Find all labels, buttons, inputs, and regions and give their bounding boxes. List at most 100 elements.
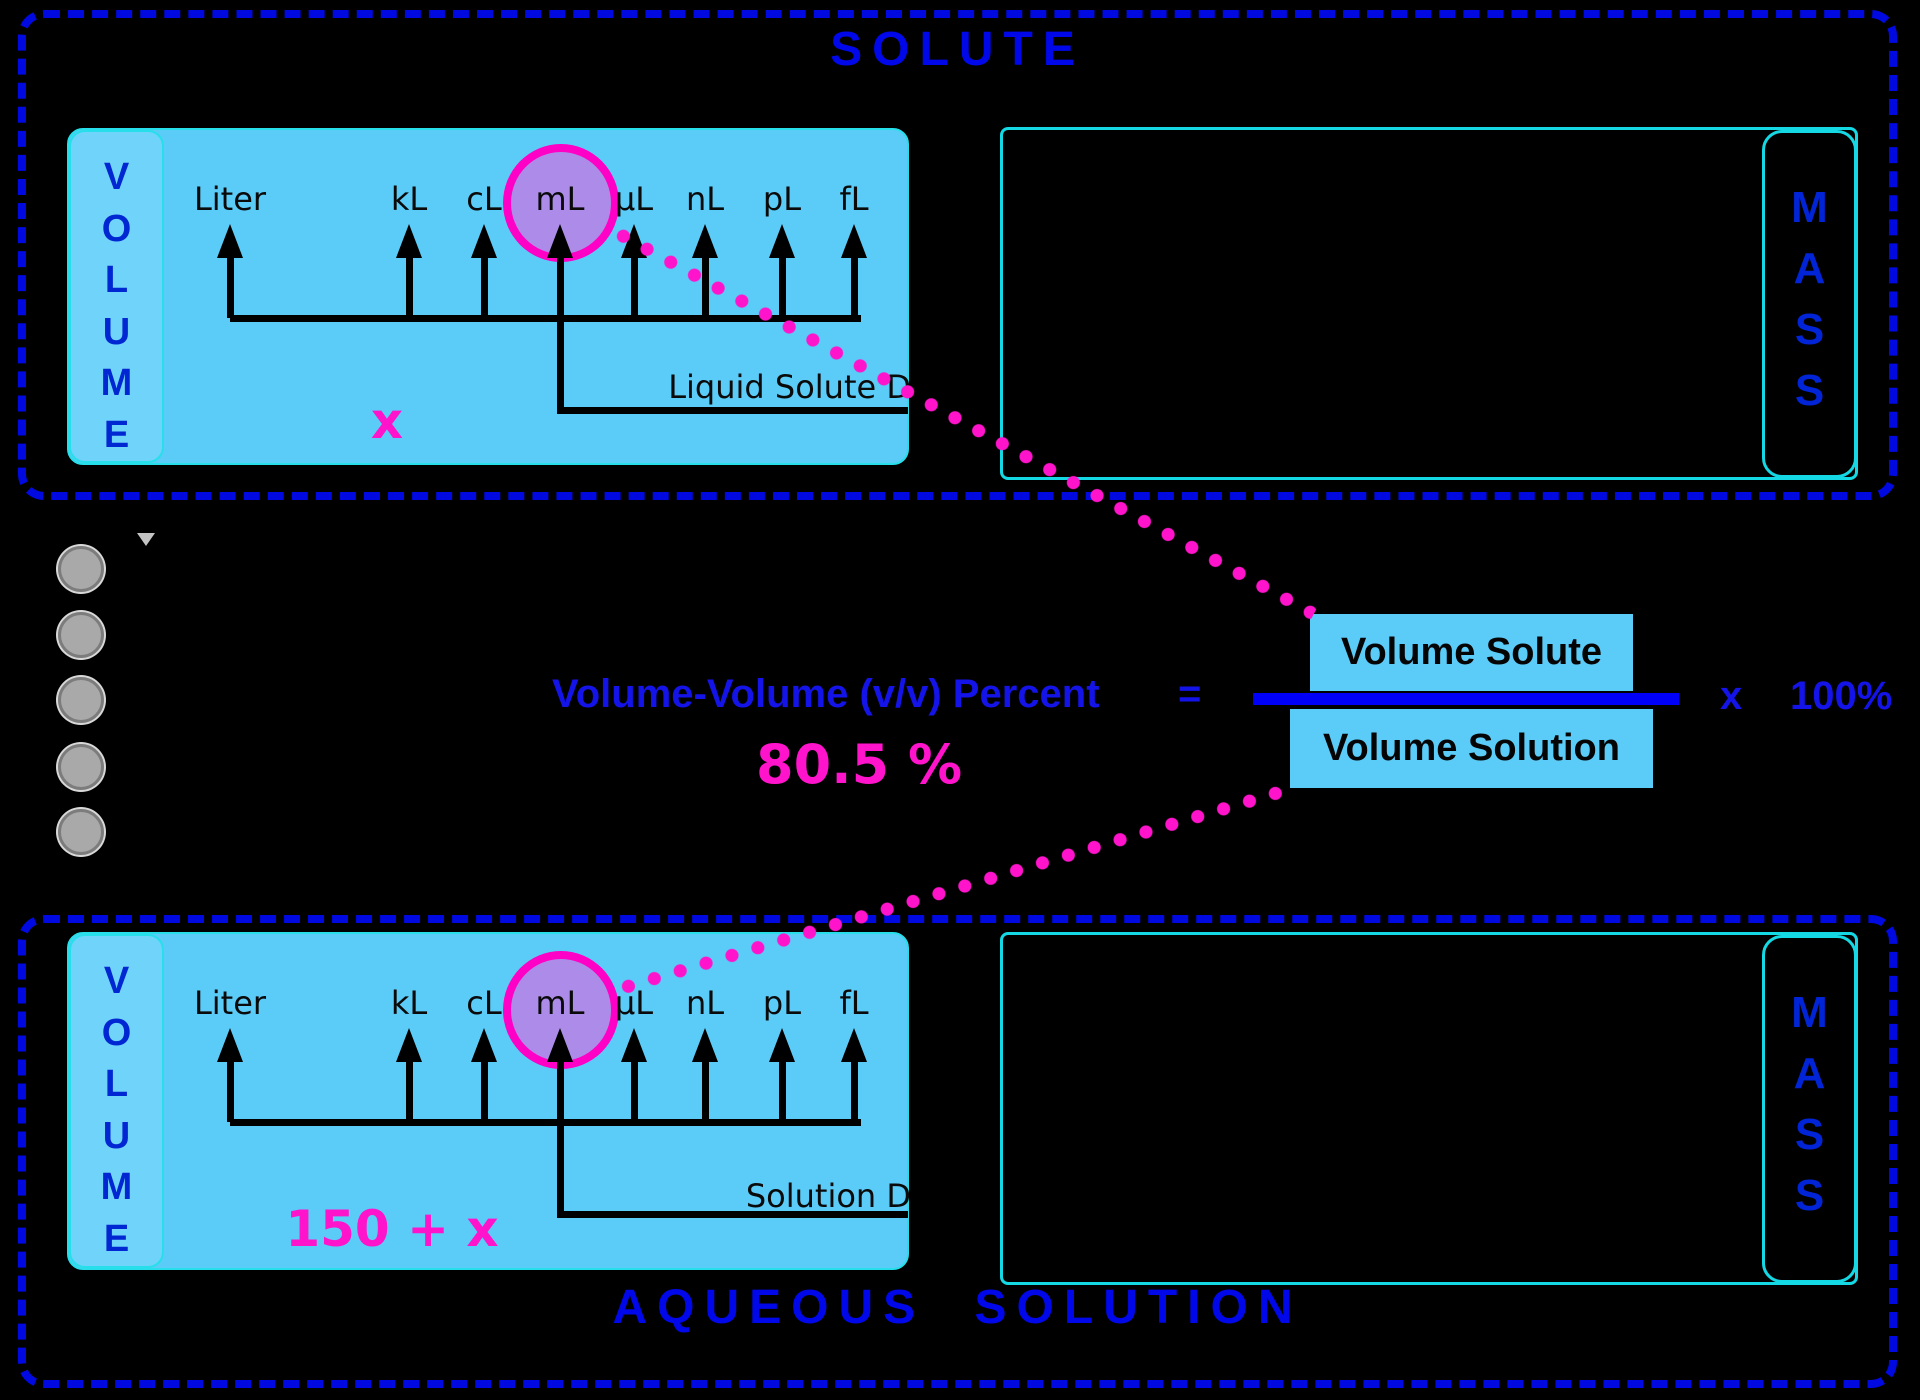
up-arrow-shaft	[405, 1060, 413, 1122]
unit-label-kL: kL	[390, 984, 428, 1022]
up-arrow-icon	[217, 224, 243, 258]
percent-100-label: 100%	[1790, 674, 1893, 718]
vertical-letter: O	[101, 1011, 132, 1054]
multiply-sign: x	[1720, 674, 1743, 718]
unit-label-kL: kL	[390, 180, 428, 218]
up-arrow-shaft	[850, 256, 858, 318]
vertical-letter: A	[1793, 1049, 1826, 1098]
unit-label-Liter: Liter	[193, 984, 267, 1022]
vertical-letter: M	[1791, 988, 1828, 1037]
vertical-letter: L	[104, 259, 129, 301]
vertical-letter: E	[103, 413, 130, 456]
solute-scale-baseline	[230, 315, 861, 322]
vertical-letter: L	[104, 1063, 129, 1105]
unit-label-pL: pL	[762, 984, 802, 1022]
bullet-circle-icon[interactable]	[58, 546, 104, 592]
up-arrow-shaft	[226, 1060, 234, 1122]
denominator-box: Volume Solution	[1290, 709, 1653, 788]
vertical-letter: V	[103, 156, 130, 198]
bullet-circle-icon[interactable]	[58, 612, 104, 658]
denominator-label: Volume Solution	[1323, 727, 1620, 769]
unit-label-µL: µL	[614, 180, 654, 218]
up-arrow-icon	[769, 224, 795, 258]
up-arrow-icon	[547, 224, 573, 258]
up-arrow-shaft	[850, 1060, 858, 1122]
solution-scale-baseline	[230, 1119, 861, 1126]
solute-density-underline	[556, 407, 908, 414]
vertical-letter: M	[100, 1166, 133, 1208]
up-arrow-shaft	[778, 1060, 786, 1122]
vertical-letter: U	[102, 1114, 131, 1157]
numerator-box: Volume Solute	[1310, 614, 1633, 691]
up-arrow-icon	[471, 1028, 497, 1062]
up-arrow-shaft	[556, 1060, 564, 1122]
up-arrow-icon	[396, 1028, 422, 1062]
solution-density-label: Solution D	[745, 1177, 911, 1215]
solution-mass-area	[1000, 932, 1858, 1285]
unit-label-cL: cL	[466, 180, 502, 218]
vertical-letter: S	[1794, 1171, 1825, 1220]
up-arrow-shaft	[701, 1060, 709, 1122]
equals-sign: =	[1178, 672, 1202, 716]
vertical-letter: A	[1793, 244, 1826, 293]
bullet-circle-icon[interactable]	[58, 677, 104, 723]
up-arrow-icon	[396, 224, 422, 258]
solute-ml-descender-line	[556, 315, 564, 414]
formula-name: Volume-Volume (v/v) Percent	[552, 672, 1100, 716]
up-arrow-icon	[841, 224, 867, 258]
up-arrow-icon	[692, 1028, 718, 1062]
up-arrow-icon	[769, 1028, 795, 1062]
up-arrow-icon	[217, 1028, 243, 1062]
result-value: 80.5 %	[756, 733, 963, 796]
solute-title: SOLUTE	[830, 23, 1085, 76]
unit-label-pL: pL	[762, 180, 802, 218]
up-arrow-shaft	[480, 1060, 488, 1122]
solute-mass-area	[1000, 127, 1858, 480]
vertical-letter: S	[1794, 1110, 1825, 1159]
up-arrow-icon	[841, 1028, 867, 1062]
vertical-letter: M	[100, 362, 133, 404]
vertical-letter: O	[101, 207, 132, 250]
numerator-label: Volume Solute	[1340, 631, 1603, 673]
vertical-letter: S	[1794, 305, 1825, 354]
vertical-letter: V	[103, 960, 130, 1002]
unit-label-cL: cL	[466, 984, 502, 1022]
solute-section-border	[18, 10, 1897, 500]
dropdown-arrow-icon[interactable]	[137, 533, 155, 546]
up-arrow-shaft	[405, 256, 413, 318]
unit-label-nL: nL	[685, 180, 725, 218]
up-arrow-icon	[692, 224, 718, 258]
vertical-letter: S	[1794, 366, 1825, 415]
solution-title: AQUEOUS SOLUTION	[612, 1281, 1303, 1334]
up-arrow-shaft	[630, 1060, 638, 1122]
unit-label-mL: mL	[535, 180, 585, 218]
solution-quantity-label: 150 + x	[285, 1200, 499, 1258]
vertical-letter: E	[103, 1217, 130, 1260]
vertical-letter: U	[102, 310, 131, 353]
solution-density-underline	[556, 1211, 908, 1218]
up-arrow-shaft	[630, 256, 638, 318]
up-arrow-shaft	[480, 256, 488, 318]
up-arrow-shaft	[226, 256, 234, 318]
fraction-bar	[1253, 693, 1679, 705]
solute-quantity-label: x	[370, 392, 404, 450]
bullet-circle-icon[interactable]	[58, 744, 104, 790]
unit-label-nL: nL	[685, 984, 725, 1022]
solution-section-border	[18, 915, 1897, 1388]
up-arrow-shaft	[556, 256, 564, 318]
unit-label-Liter: Liter	[193, 180, 267, 218]
bullet-circle-icon[interactable]	[58, 809, 104, 855]
up-arrow-shaft	[778, 256, 786, 318]
unit-label-fL: fL	[839, 984, 869, 1022]
